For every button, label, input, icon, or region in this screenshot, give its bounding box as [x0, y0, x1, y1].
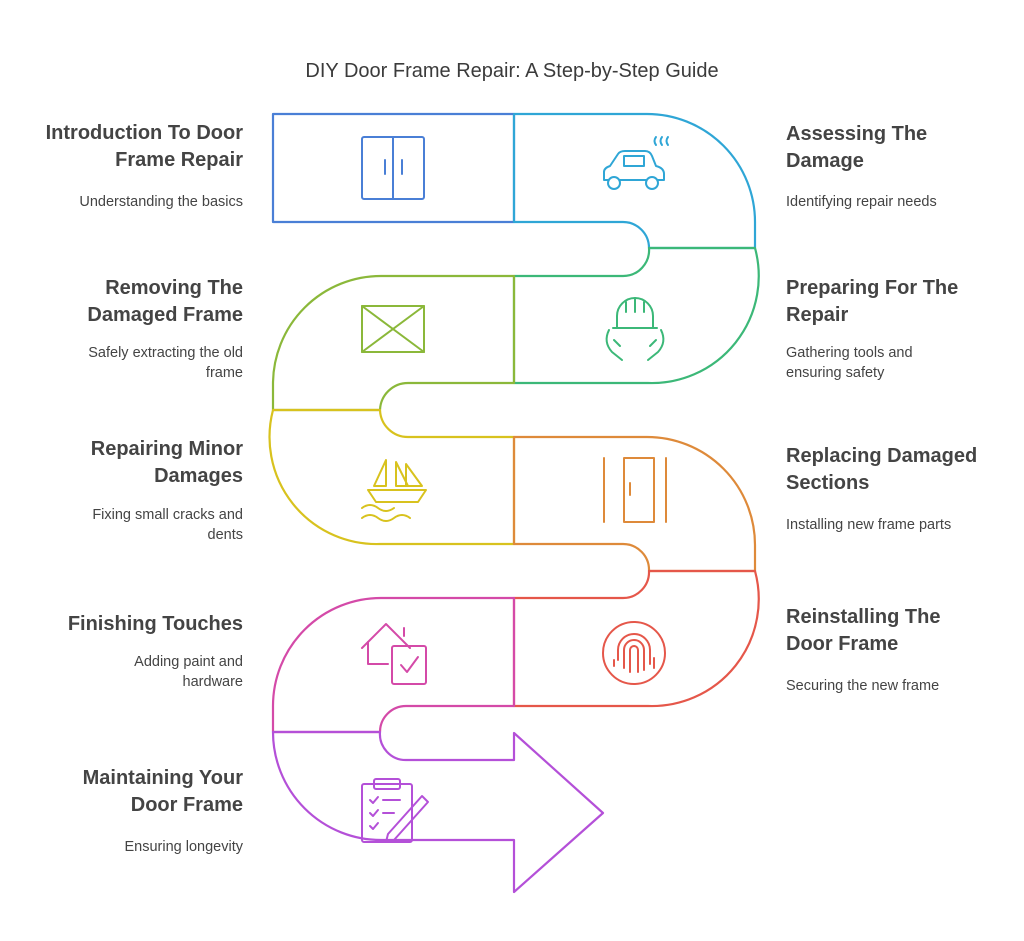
segment-9-arrow: [271, 730, 605, 894]
car-smoke-icon: [603, 136, 669, 190]
frame-x-icon: [361, 305, 425, 353]
segment-6-shape: [512, 435, 757, 573]
step-2-heading: Assessing The Damage: [786, 123, 928, 172]
page-title: DIY Door Frame Repair: A Step-by-Step Gu…: [305, 60, 719, 82]
step-9-description: Ensuring longevity: [124, 839, 244, 855]
step-3-heading: Preparing For The Repair: [786, 277, 959, 326]
step-5-description: Fixing small cracks and dents: [92, 507, 243, 543]
segment-5-shape: [268, 408, 516, 546]
cabinet-icon: [603, 457, 667, 523]
step-7-description: Securing the new frame: [786, 678, 940, 694]
step-6-description: Installing new frame parts: [786, 517, 952, 533]
boat-icon: [361, 459, 427, 522]
step-8-heading: Finishing Touches: [67, 613, 243, 635]
door-icon: [361, 136, 425, 200]
hard-hat-hands-icon: [605, 297, 665, 361]
clipboard-pencil-icon: [361, 778, 429, 843]
step-6-heading: Replacing Damaged Sections: [786, 445, 978, 494]
step-5-heading: Repairing Minor Damages: [90, 438, 243, 487]
step-9-heading: Maintaining Your Door Frame: [82, 767, 243, 816]
house-check-icon: [361, 623, 427, 685]
segment-7-shape: [512, 569, 760, 708]
step-7-heading: Reinstalling The Door Frame: [786, 606, 941, 655]
fingerprint-icon: [602, 621, 666, 685]
step-2-description: Identifying repair needs: [786, 194, 937, 210]
step-1-heading: Introduction To Door Frame Repair: [45, 122, 243, 171]
step-4-description: Safely extracting the old frame: [88, 345, 243, 381]
segment-3-shape: [512, 246, 760, 385]
step-3-description: Gathering tools and ensuring safety: [786, 345, 913, 381]
segment-2-shape: [512, 112, 757, 250]
step-1-description: Understanding the basics: [79, 194, 243, 210]
step-4-heading: Removing The Damaged Frame: [87, 277, 243, 326]
step-8-description: Adding paint and hardware: [134, 654, 243, 690]
segment-4-shape: [271, 274, 516, 412]
segment-8-shape: [271, 596, 516, 734]
